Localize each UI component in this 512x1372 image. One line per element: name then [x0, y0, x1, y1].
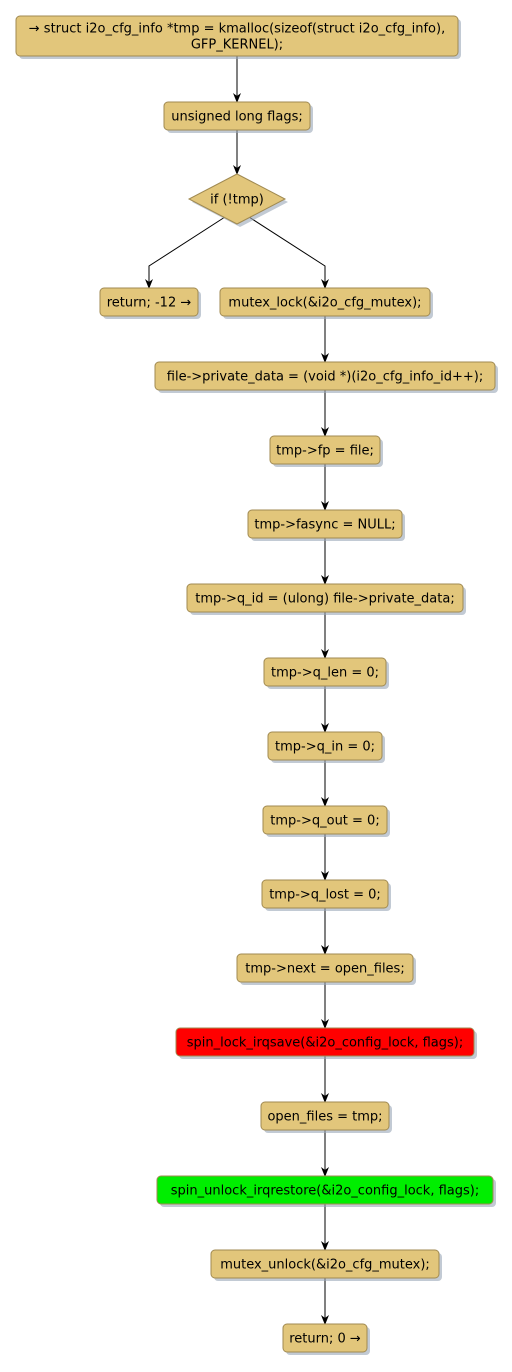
- node-box: [15, 15, 459, 57]
- node-iftmp: if (!tmp): [187, 173, 288, 227]
- node-openf: open_files = tmp;: [260, 1101, 392, 1133]
- node-label: mutex_unlock(&i2o_cfg_mutex);: [220, 1258, 430, 1273]
- node-label: tmp->q_len = 0;: [271, 666, 379, 681]
- node-qout: tmp->q_out = 0;: [262, 805, 390, 837]
- node-qlen: tmp->q_len = 0;: [263, 657, 389, 689]
- node-box: [156, 1175, 494, 1205]
- node-box: [154, 361, 496, 391]
- node-label: open_files = tmp;: [267, 1110, 382, 1125]
- node-label: file->private_data = (void *)(i2o_cfg_in…: [167, 370, 483, 385]
- node-box: [210, 1249, 440, 1279]
- node-label: tmp->fasync = NULL;: [254, 518, 395, 533]
- node-label: mutex_lock(&i2o_cfg_mutex);: [228, 296, 421, 311]
- node-qin: tmp->q_in = 0;: [267, 731, 385, 763]
- node-ret0: return; 0 →: [282, 1323, 370, 1355]
- node-label: tmp->fp = file;: [276, 444, 374, 459]
- node-munlock: mutex_unlock(&i2o_cfg_mutex);: [210, 1249, 442, 1281]
- nodes-layer: → struct i2o_cfg_info *tmp = kmalloc(siz…: [15, 15, 498, 1355]
- node-box: [282, 1323, 368, 1353]
- node-ret12: return; -12 →: [99, 287, 201, 319]
- node-label: tmp->next = open_files;: [245, 962, 404, 977]
- node-box: [262, 805, 388, 835]
- node-label: spin_unlock_irqrestore(&i2o_config_lock,…: [171, 1184, 479, 1199]
- node-priv: file->private_data = (void *)(i2o_cfg_in…: [154, 361, 498, 393]
- node-box: [269, 435, 381, 465]
- node-box: [99, 287, 199, 317]
- node-box: [267, 731, 383, 761]
- node-box: [263, 657, 387, 687]
- node-label: if (!tmp): [210, 193, 264, 208]
- edge-iftmp-to-ret12: [145, 216, 226, 289]
- node-box: [219, 287, 431, 317]
- node-mlock: mutex_lock(&i2o_cfg_mutex);: [219, 287, 433, 319]
- node-label: tmp->q_lost = 0;: [269, 888, 381, 903]
- decision-diamond: [187, 173, 287, 225]
- node-label: tmp->q_out = 0;: [270, 814, 379, 829]
- node-fasync: tmp->fasync = NULL;: [247, 509, 405, 541]
- edge-iftmp-to-mlock: [248, 216, 329, 289]
- node-label: return; 0 →: [289, 1332, 361, 1347]
- node-label: tmp->q_in = 0;: [275, 740, 375, 755]
- node-label: tmp->q_id = (ulong) file->private_data;: [195, 592, 454, 607]
- node-label: unsigned long flags;: [171, 110, 303, 125]
- node-qlost: tmp->q_lost = 0;: [261, 879, 391, 911]
- node-flags: unsigned long flags;: [163, 101, 313, 133]
- node-box: [163, 101, 311, 131]
- node-fp: tmp->fp = file;: [269, 435, 383, 467]
- node-box: [186, 583, 464, 613]
- node-label: spin_lock_irqsave(&i2o_config_lock, flag…: [187, 1036, 464, 1051]
- node-box: [175, 1027, 475, 1057]
- node-spinlock: spin_lock_irqsave(&i2o_config_lock, flag…: [175, 1027, 477, 1059]
- node-qid: tmp->q_id = (ulong) file->private_data;: [186, 583, 466, 615]
- edges-layer: [145, 56, 329, 1325]
- node-next: tmp->next = open_files;: [236, 953, 416, 985]
- node-box: [236, 953, 414, 983]
- node-box: [260, 1101, 390, 1131]
- node-alloc: → struct i2o_cfg_info *tmp = kmalloc(siz…: [15, 15, 461, 59]
- node-box: [247, 509, 403, 539]
- node-box: [261, 879, 389, 909]
- node-spinunlock: spin_unlock_irqrestore(&i2o_config_lock,…: [156, 1175, 496, 1207]
- node-label: → struct i2o_cfg_info *tmp = kmalloc(siz…: [29, 22, 445, 37]
- node-label: GFP_KERNEL);: [191, 38, 283, 53]
- node-label: return; -12 →: [107, 296, 192, 311]
